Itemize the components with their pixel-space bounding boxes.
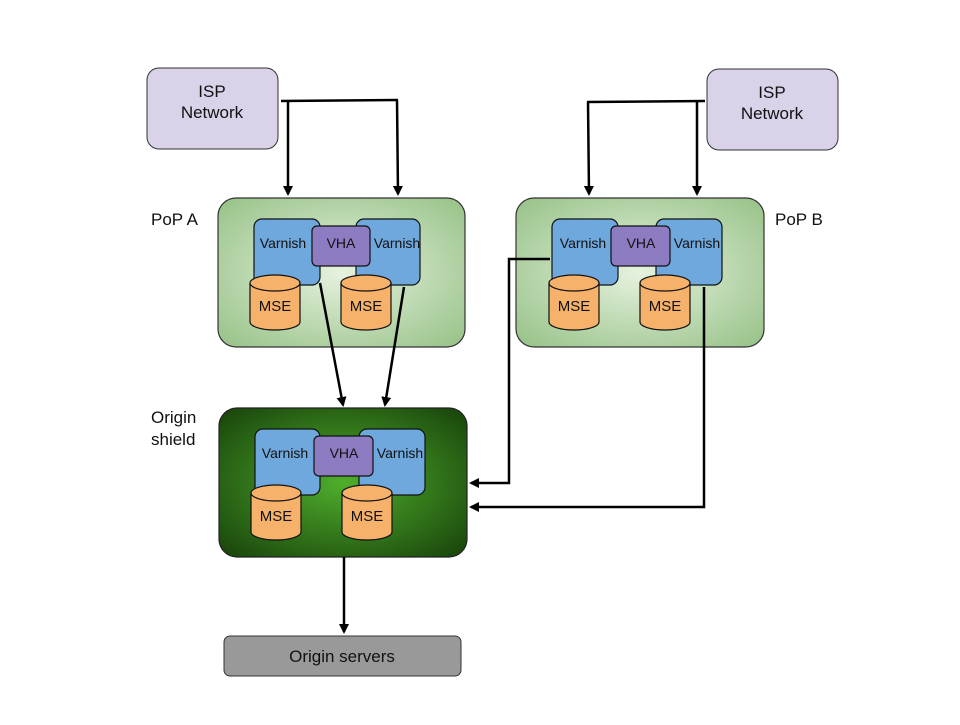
pop-a-label: PoP A [151, 210, 199, 229]
arrow-pop-a-left-to-shield [318, 282, 347, 407]
origin-shield-label-line1: Origin [151, 408, 196, 427]
origin-servers-box: Origin servers [223, 635, 462, 677]
pop-a-mse-right: MSE [350, 298, 383, 315]
connectors [280, 98, 706, 634]
pop-b-mse-left: MSE [558, 298, 591, 315]
pop-b-varnish-right: Varnish [674, 235, 720, 251]
isp-right-line2: Network [741, 104, 804, 123]
shield-vha-box [313, 435, 374, 477]
isp-network-left: ISP Network [146, 67, 279, 150]
pop-b-group: Varnish VHA Varnish MSE MSE [515, 197, 765, 348]
shield-varnish-left: Varnish [262, 445, 308, 461]
pop-a-group: Varnish VHA Varnish MSE MSE [217, 197, 466, 348]
shield-mse-right: MSE [351, 508, 384, 525]
pop-a-vha: VHA [327, 235, 356, 251]
shield-mse-left-cylinder [250, 484, 302, 541]
pop-a-mse-right-cylinder [340, 274, 392, 331]
pop-a-varnish-right: Varnish [374, 235, 420, 251]
isp-network-right: ISP Network [706, 68, 839, 151]
origin-servers-label: Origin servers [289, 647, 395, 666]
isp-left-line1: ISP [198, 82, 225, 101]
arrow-pop-b-right-to-shield [469, 287, 706, 512]
arrow-pop-a-right-to-shield [381, 286, 406, 407]
isp-right-line1: ISP [758, 83, 785, 102]
shield-varnish-left-box [254, 428, 321, 496]
pop-b-mse-right: MSE [649, 298, 682, 315]
arrow-pop-b-left-to-shield [469, 257, 550, 488]
pop-a-varnish-left-box [253, 218, 321, 286]
connector-isp-left-bar [280, 98, 399, 103]
shield-mse-right-cylinder [341, 484, 393, 541]
pop-b-varnish-left: Varnish [560, 235, 606, 251]
origin-shield-label-line2: shield [151, 430, 195, 449]
pop-a-vha-box [311, 225, 371, 267]
connector-isp-right-bar [586, 99, 706, 104]
arrow-isp-right-to-pop-b-left [583, 101, 594, 196]
pop-a-mse-left-cylinder [249, 274, 301, 331]
origin-shield-group: Varnish VHA Varnish MSE MSE [218, 407, 468, 558]
pop-b-vha: VHA [627, 235, 656, 251]
shield-mse-left: MSE [260, 508, 293, 525]
pop-b-mse-left-cylinder [548, 274, 600, 331]
pop-b-label: PoP B [775, 210, 823, 229]
shield-varnish-right: Varnish [377, 445, 423, 461]
pop-a-varnish-left: Varnish [260, 235, 306, 251]
pop-b-mse-right-cylinder [639, 274, 691, 331]
shield-vha: VHA [330, 445, 359, 461]
isp-left-line2: Network [181, 103, 244, 122]
pop-b-vha-box [610, 225, 671, 267]
pop-b-varnish-left-box [551, 218, 619, 286]
pop-a-mse-left: MSE [259, 298, 292, 315]
arrow-isp-left-to-pop-a-right [392, 99, 403, 196]
